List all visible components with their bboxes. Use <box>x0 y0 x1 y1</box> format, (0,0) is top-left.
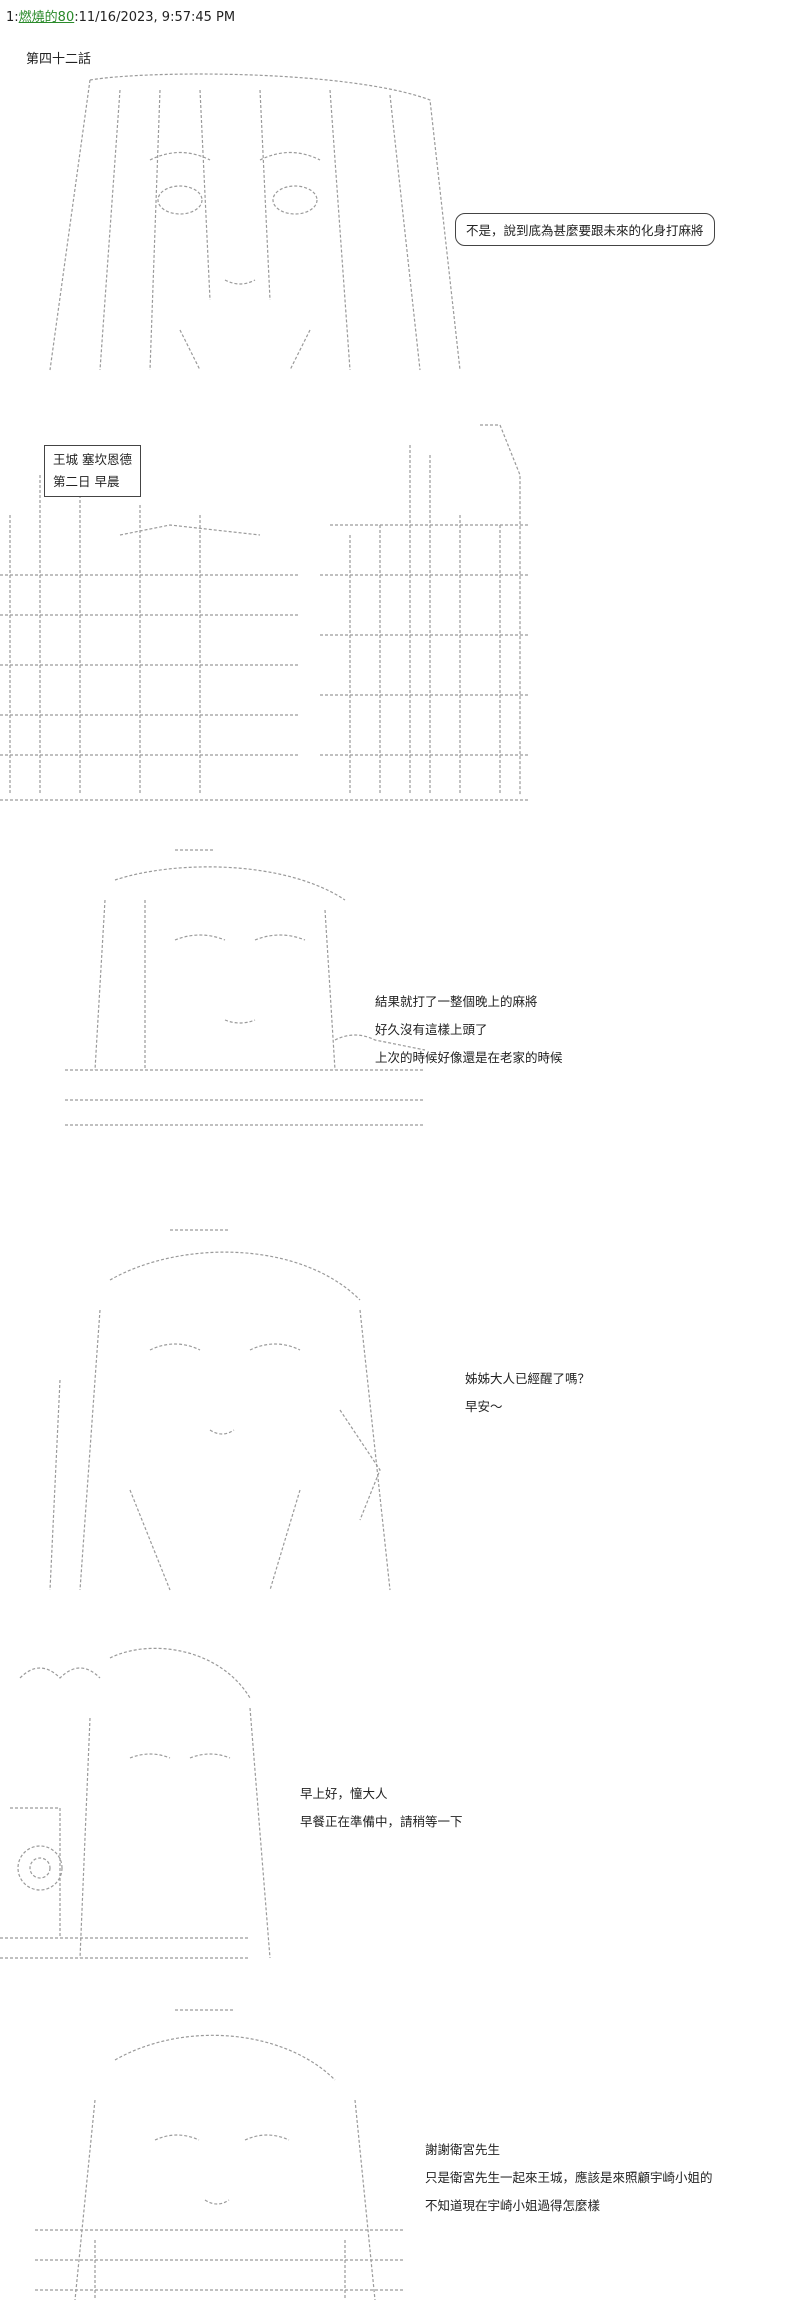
dialogue-line: 謝謝衛宮先生 <box>425 2142 501 2157</box>
post-number: 1 <box>6 10 15 25</box>
girl-in-bed-ascii-art <box>65 849 426 1126</box>
narration-line: 上次的時候好像還是在老家的時候 <box>375 1050 563 1065</box>
post-author-link[interactable]: 燃燒的80 <box>18 10 75 25</box>
dialogue-line: 只是衛宮先生一起來王城，應該是來照顧宇崎小姐的 <box>425 2170 713 2185</box>
dialogue-line: 不知道現在宇崎小姐過得怎麼樣 <box>425 2198 601 2213</box>
narration-block-3: 結果就打了一整個晚上的麻將 好久沒有這樣上頭了 上次的時候好像還是在老家的時候 <box>375 988 563 1072</box>
servant-cooking-ascii-art <box>0 1647 271 1959</box>
girl-waking-ascii-art <box>49 1229 391 1591</box>
chapter-title: 第四十二話 <box>26 52 92 67</box>
bubble-line: 不是，說到底為甚麼要跟未來的化身打麻將 <box>466 223 704 238</box>
panel-5 <box>0 1638 290 1968</box>
panel-3 <box>55 840 445 1130</box>
speech-bubble-1: 不是，說到底為甚麼要跟未來的化身打麻將 <box>455 213 715 246</box>
location-caption: 王城 塞坎恩德 第二日 早晨 <box>44 445 141 497</box>
panel-2 <box>0 415 540 810</box>
dialogue-block-5: 早上好，憧大人 早餐正在準備中，請稍等一下 <box>300 1780 463 1836</box>
dialogue-line: 早餐正在準備中，請稍等一下 <box>300 1814 463 1829</box>
dialogue-block-6: 謝謝衛宮先生 只是衛宮先生一起來王城，應該是來照顧宇崎小姐的 不知道現在宇崎小姐… <box>425 2136 713 2220</box>
dialogue-line: 姊姊大人已經醒了嗎？ <box>465 1371 591 1386</box>
post-header: 1:燃燒的80:11/16/2023, 9:57:45 PM <box>6 10 236 25</box>
panel-1 <box>30 70 480 390</box>
castle-town-ascii-art <box>0 424 530 801</box>
location-name: 王城 塞坎恩德 <box>53 452 132 467</box>
dialogue-line: 早安～ <box>465 1399 503 1414</box>
location-time: 第二日 早晨 <box>53 474 120 489</box>
panel-4 <box>40 1220 420 1600</box>
narration-line: 好久沒有這樣上頭了 <box>375 1022 488 1037</box>
panel-6 <box>35 2000 405 2300</box>
girl-at-table-ascii-art <box>35 2009 405 2300</box>
anime-girl-face-ascii-art <box>49 73 461 371</box>
dialogue-line: 早上好，憧大人 <box>300 1786 388 1801</box>
dialogue-block-4: 姊姊大人已經醒了嗎？ 早安～ <box>465 1365 590 1421</box>
narration-line: 結果就打了一整個晚上的麻將 <box>375 994 538 1009</box>
post-datetime: 11/16/2023, 9:57:45 PM <box>78 10 236 25</box>
